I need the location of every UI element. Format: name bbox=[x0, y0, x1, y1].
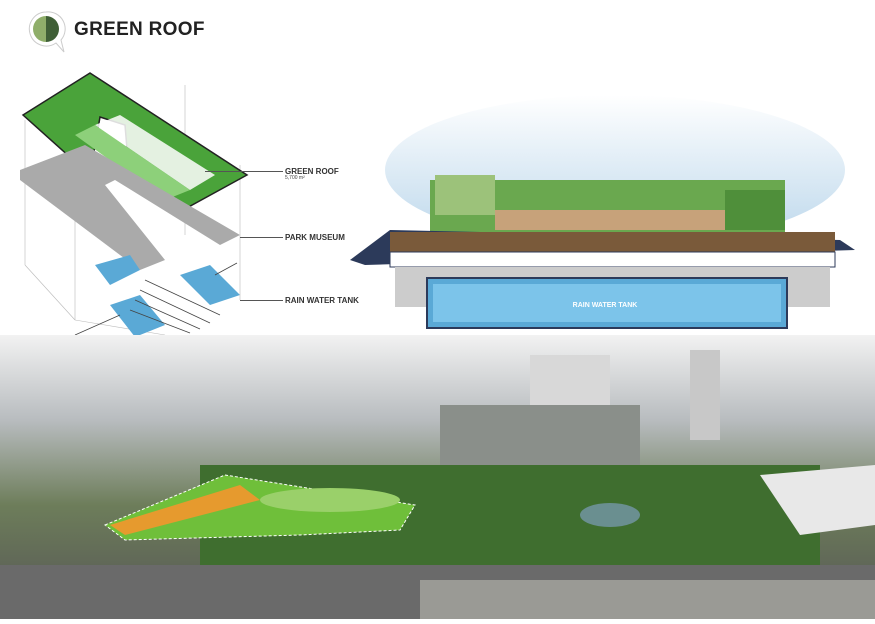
label-green-roof: GREEN ROOF bbox=[285, 167, 339, 176]
label-rain-water-tank: RAIN WATER TANK bbox=[285, 296, 359, 305]
label-park-museum: PARK MUSEUM bbox=[285, 233, 345, 242]
leader-line bbox=[240, 300, 283, 301]
leader-line bbox=[205, 171, 283, 172]
header-badge-icon bbox=[26, 10, 66, 54]
leader-line bbox=[240, 237, 283, 238]
exploded-axonometric-diagram bbox=[15, 65, 285, 345]
page-title: GREEN ROOF bbox=[74, 19, 205, 40]
section-tank-label: RAIN WATER TANK bbox=[572, 302, 638, 309]
aerial-site-photo bbox=[0, 335, 875, 619]
green-roof-section bbox=[345, 80, 870, 335]
label-green-roof-area: 5,700 m² bbox=[285, 175, 305, 181]
